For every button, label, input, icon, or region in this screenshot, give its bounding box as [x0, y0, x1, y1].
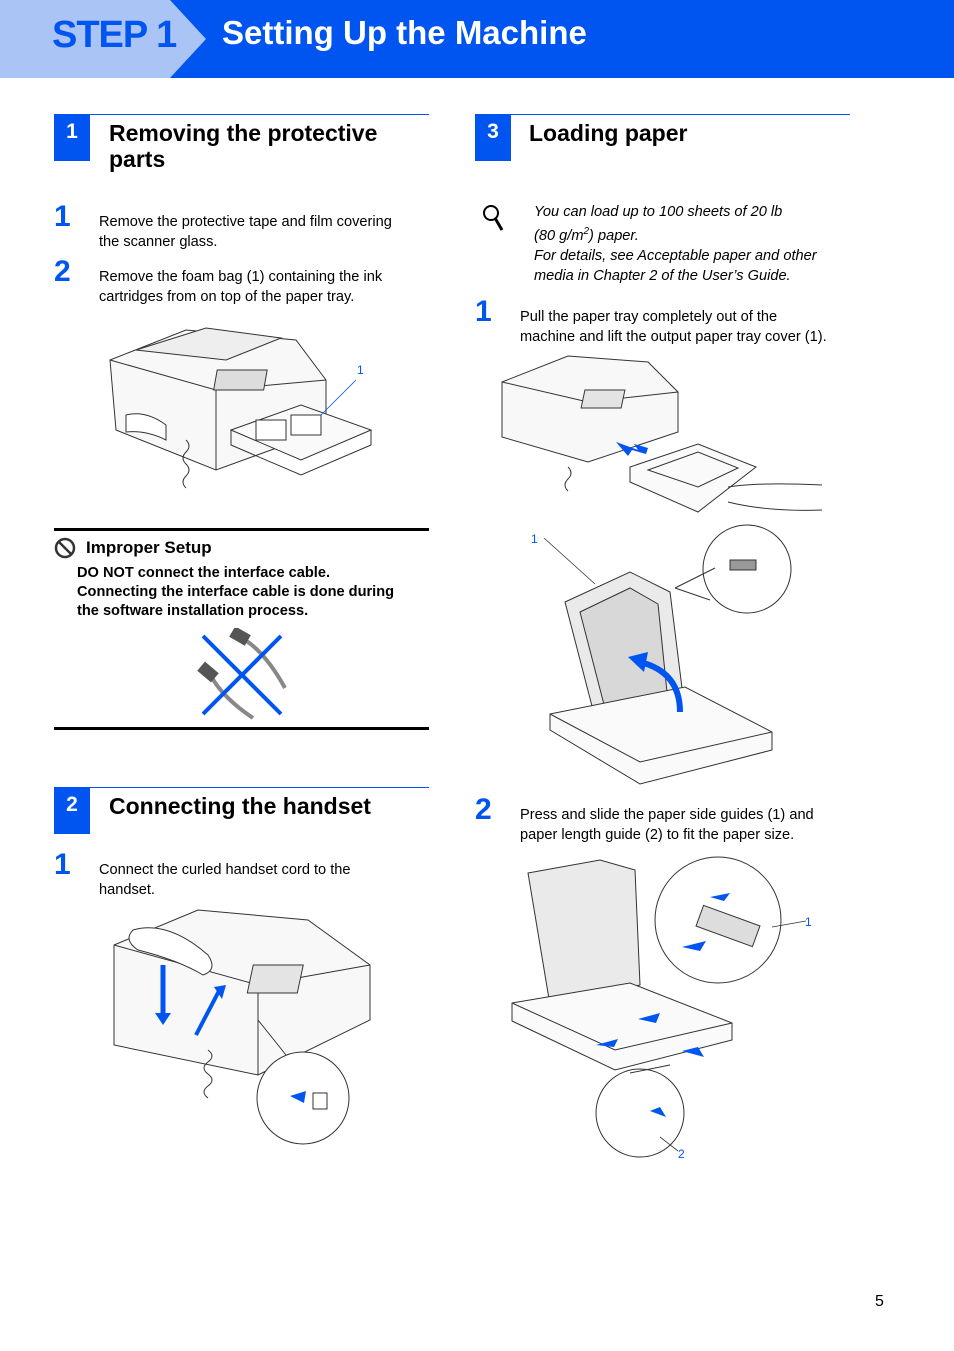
step-text: Pull the paper tray completely out of th…: [520, 309, 827, 345]
section-3-number: 3: [475, 115, 511, 161]
machine-illustration: [109, 327, 373, 489]
callout-1: 1: [531, 532, 538, 546]
crossed-cable-icon: [197, 628, 287, 720]
step-text: Connect the curled handset cord to the h…: [99, 862, 351, 898]
step-text: Press and slide the paper side guides (1…: [520, 807, 814, 843]
paper-guides-illustration: [511, 856, 807, 1158]
warning-bottom-rule: [54, 727, 429, 730]
step-number: 1: [54, 200, 71, 233]
step-number: 1: [475, 295, 492, 328]
step-text: Remove the protective tape and film cove…: [99, 214, 392, 250]
section-1-title: Removing the protective parts: [109, 120, 378, 172]
paper-tray-pull-illustration: [501, 355, 823, 513]
section-2-rule: [54, 787, 429, 788]
handset-illustration: [113, 909, 371, 1145]
section-1-tab: [54, 160, 90, 168]
step-number: 2: [475, 793, 492, 826]
output-tray-cover-illustration: [543, 524, 792, 785]
section-1-number: 1: [54, 115, 90, 161]
note-magnifier-icon: [483, 205, 504, 231]
callout-1: 1: [357, 363, 364, 377]
section-1-rule: [54, 114, 429, 115]
step-chevron: [0, 0, 206, 78]
warning-title: Improper Setup: [86, 538, 212, 557]
step-number: 1: [54, 848, 71, 881]
prohibited-icon: [54, 537, 76, 559]
section-3-title: Loading paper: [529, 120, 688, 146]
step-text: Remove the foam bag (1) containing the i…: [99, 269, 383, 305]
warning-top-rule: [54, 528, 429, 531]
warning-text: DO NOT connect the interface cable. Conn…: [77, 565, 395, 619]
callout-2: 2: [678, 1147, 685, 1161]
page-title: Setting Up the Machine: [222, 14, 587, 51]
page-number: 5: [875, 1293, 884, 1310]
note-text: You can load up to 100 sheets of 20 lb (…: [534, 204, 817, 284]
step-label: STEP 1: [52, 14, 177, 56]
section-2-number: 2: [54, 788, 90, 834]
step-number: 2: [54, 255, 71, 288]
section-3-rule: [475, 114, 850, 115]
section-2-title: Connecting the handset: [109, 793, 371, 819]
callout-1: 1: [805, 915, 812, 929]
